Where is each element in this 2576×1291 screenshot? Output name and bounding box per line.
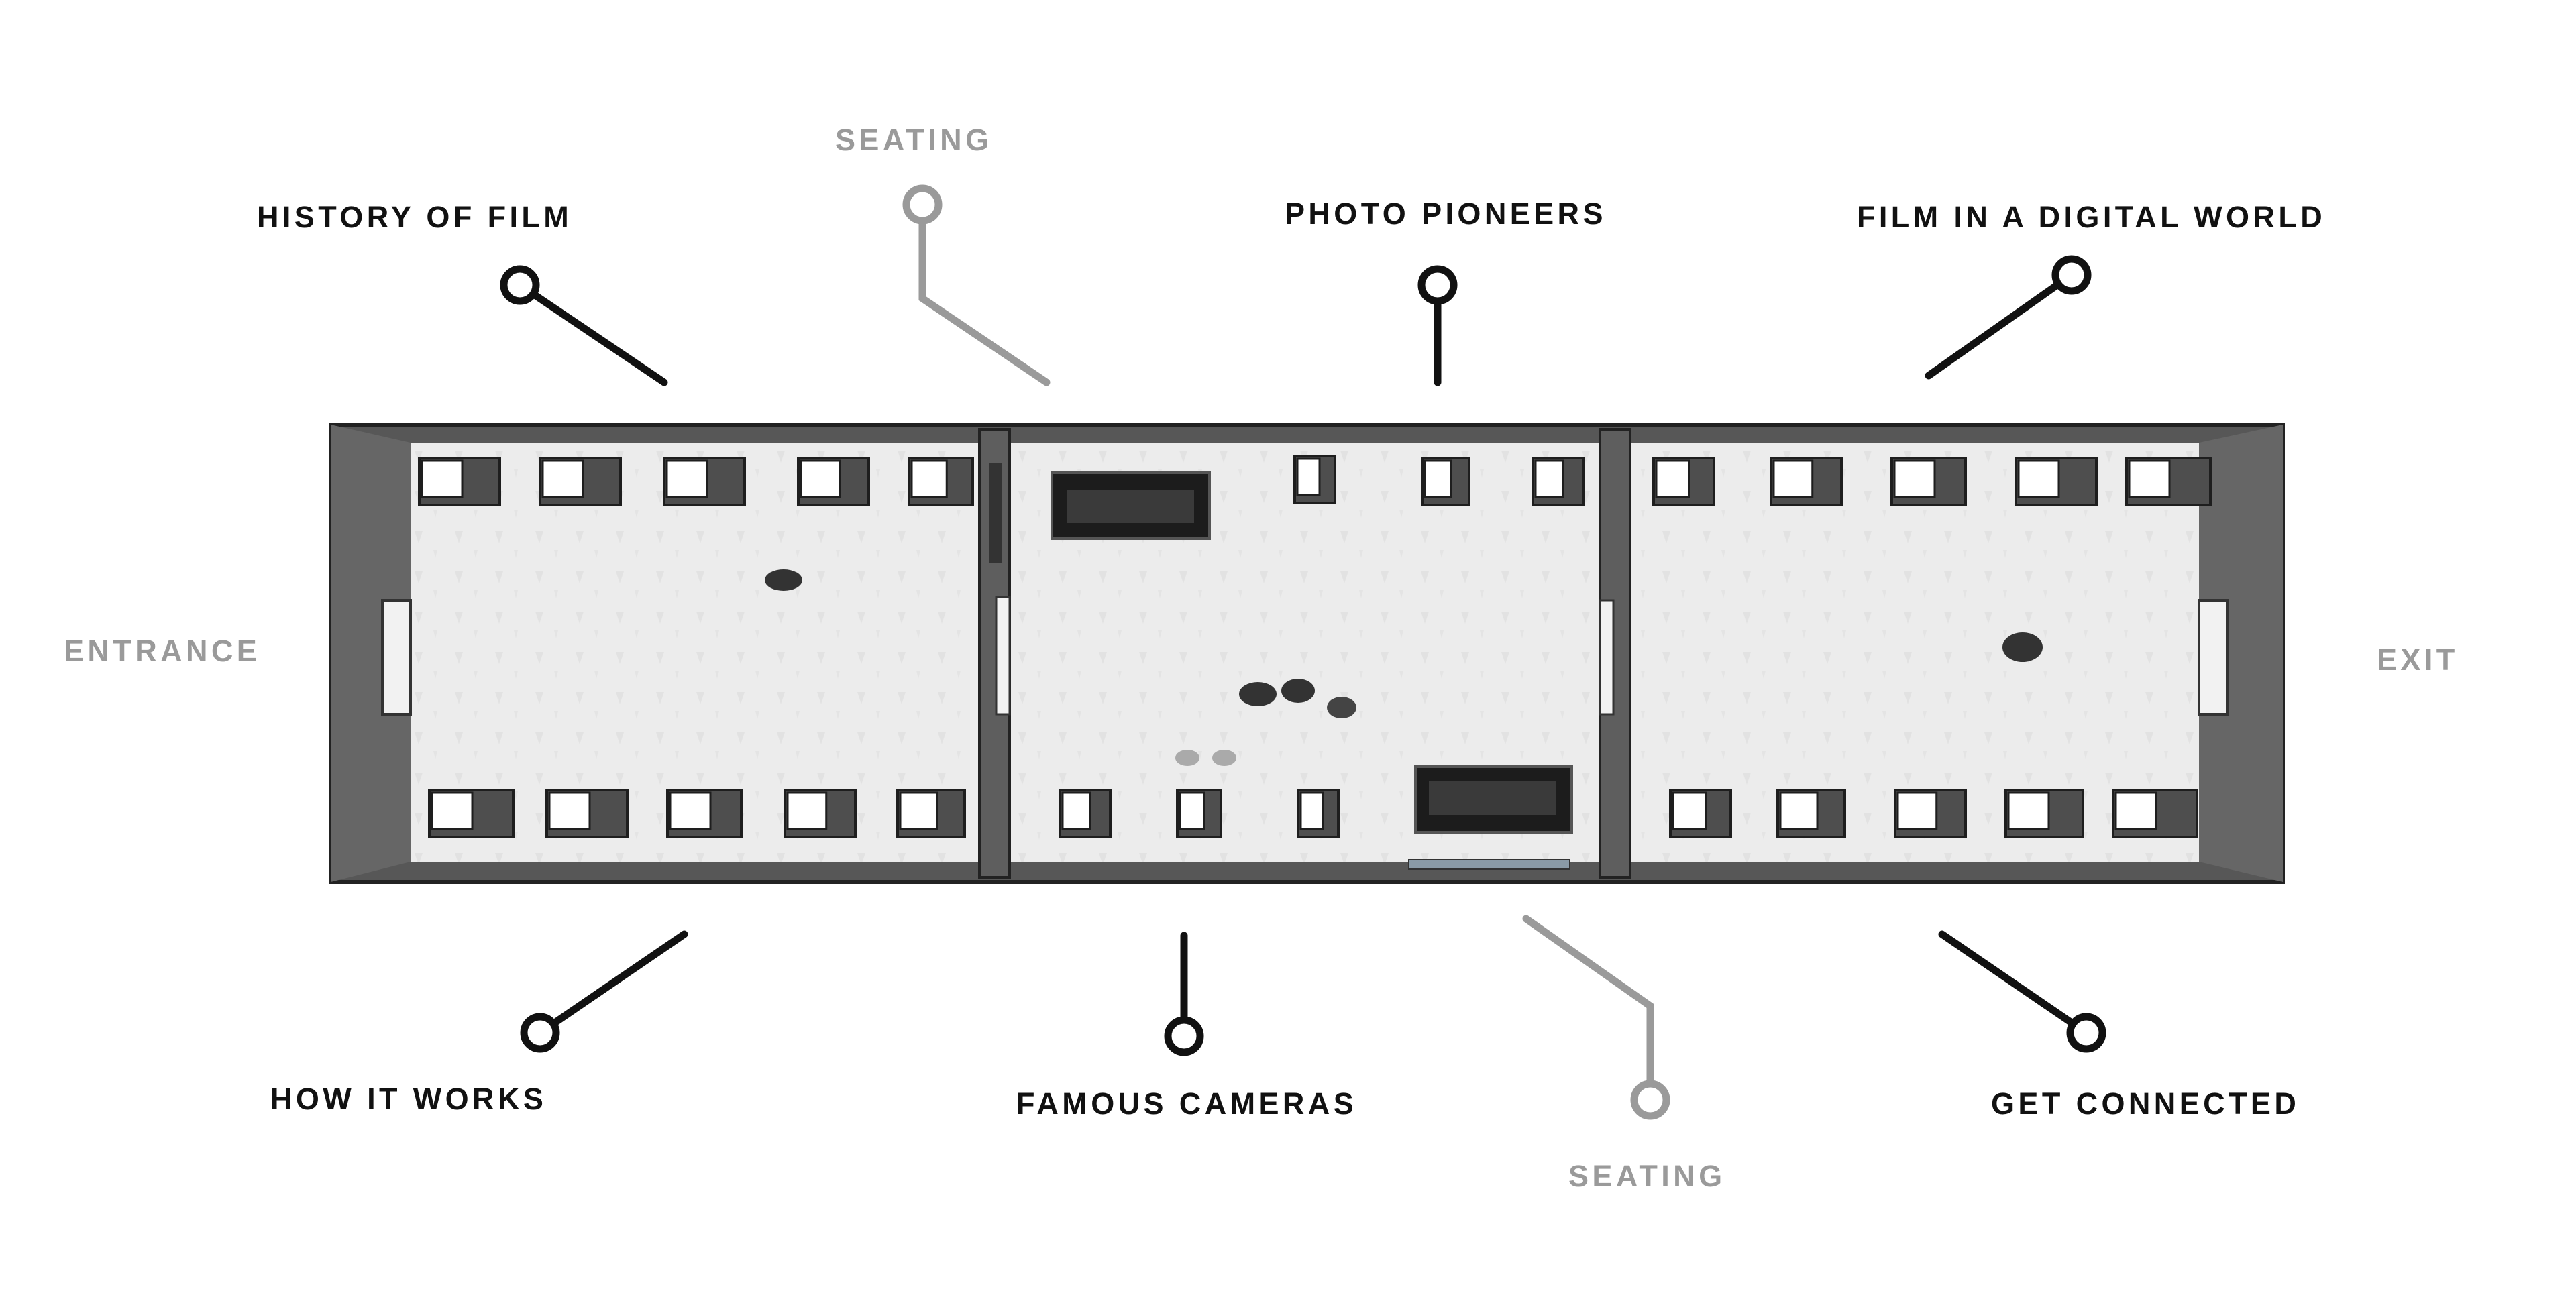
visitor-figure [1281,679,1315,703]
callout-seating-bottom [1522,915,1670,1120]
exit-wall [2199,425,2283,882]
label-how-it-works: HOW IT WORKS [270,1082,547,1116]
label-seating-bottom: SEATING [1568,1159,1726,1193]
visitor-figure [1327,697,1356,718]
exhibit-block [1890,457,1967,506]
callout-get-connected [1938,930,2106,1053]
callout-how-it-works [520,930,688,1053]
seating-bench-bottom [1408,859,1570,870]
display-screen-bottom [1414,765,1573,834]
exhibit-block [1293,455,1336,504]
label-entrance: ENTRANCE [64,634,261,668]
exhibit-block [1776,789,1846,838]
exhibit-block [1770,457,1843,506]
callout-famous-cameras [1164,932,1204,1056]
exhibit-block [418,457,501,506]
passage-door-2 [1599,599,1615,716]
label-exit: EXIT [2377,642,2459,677]
callout-film-digital [1925,255,2092,380]
label-famous-cameras: FAMOUS CAMERAS [1016,1086,1358,1121]
label-get-connected: GET CONNECTED [1991,1086,2300,1121]
exit-door [2198,599,2229,716]
label-seating-top: SEATING [835,123,993,157]
exhibit-block [428,789,515,838]
exhibit-block [2004,789,2084,838]
exhibit-blocks [418,455,2212,838]
display-screen-top [1051,471,1211,540]
exhibit-block [1652,457,1715,506]
exhibit-block [545,789,629,838]
exhibit-block [784,789,857,838]
exhibit-block [1894,789,1967,838]
wall-panel [989,463,1002,563]
callout-seating-top [902,184,1051,386]
exhibit-block [908,457,974,506]
exhibit-block [666,789,743,838]
label-history-of-film: HISTORY OF FILM [257,200,573,234]
label-photo-pioneers: PHOTO PIONEERS [1285,197,1607,231]
exhibit-block [896,789,966,838]
visitor-figure [1239,682,1277,706]
exhibit-block [539,457,622,506]
callout-photo-pioneers [1417,265,1458,386]
exhibit-block [1059,789,1112,838]
passage-door-1 [995,596,1011,716]
visitor-figure [1175,750,1199,766]
visitor-figure [765,569,802,591]
exhibit-block [1176,789,1222,838]
exhibit-block [2015,457,2098,506]
callout-history-of-film [500,265,668,386]
exhibit-block [2112,789,2198,838]
exhibit-block [797,457,870,506]
exhibit-block [1421,457,1470,506]
exhibit-block [2125,457,2212,506]
entrance-wall [331,425,411,882]
exhibit-block [1669,789,1732,838]
visitor-figure [2002,632,2043,662]
visitor-figure [1212,750,1236,766]
exhibit-block [1297,789,1340,838]
exhibit-block [663,457,746,506]
label-film-digital: FILM IN A DIGITAL WORLD [1857,200,2326,234]
entrance-door [381,599,412,716]
exhibit-block [1532,457,1585,506]
